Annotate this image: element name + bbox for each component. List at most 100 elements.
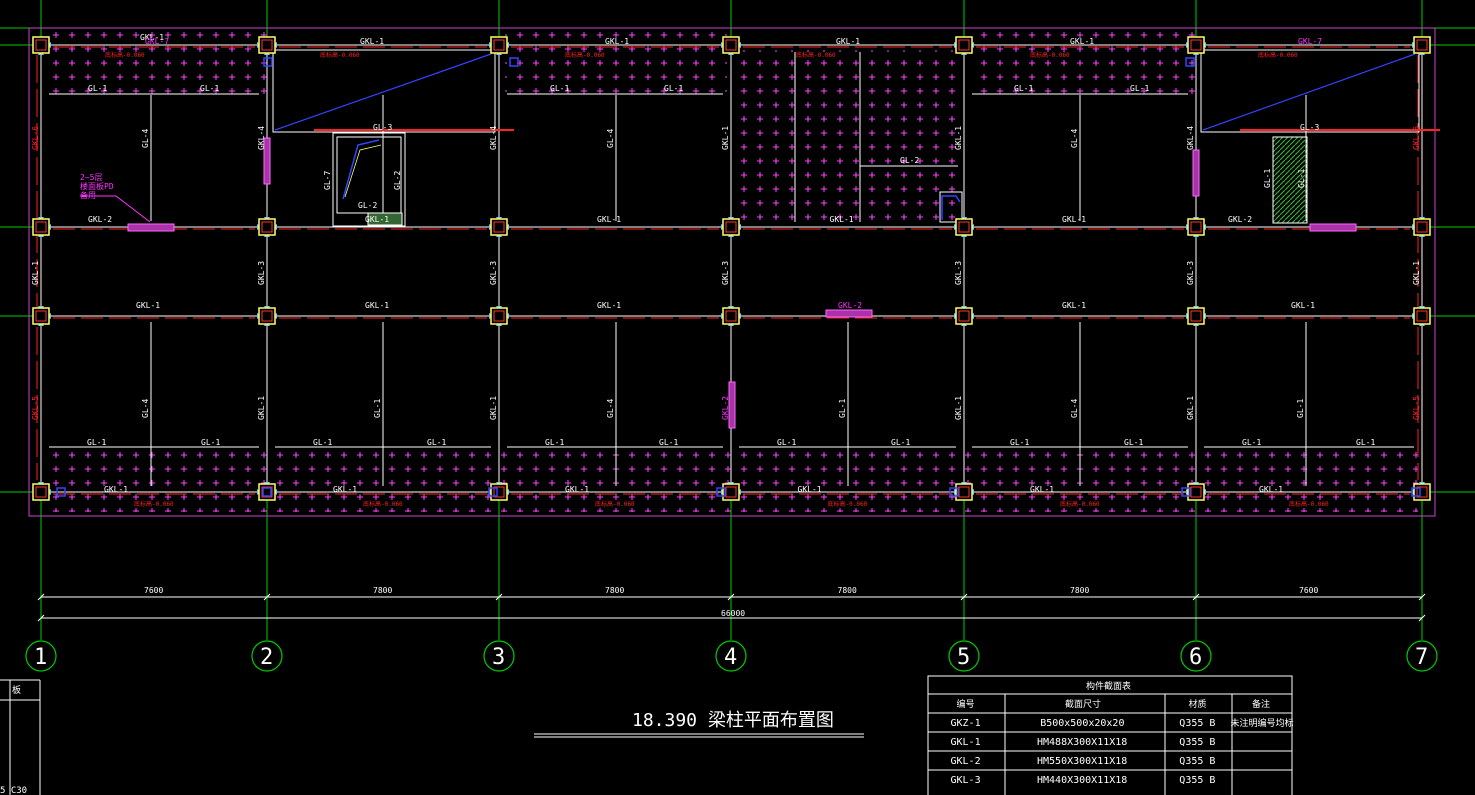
stair-box	[332, 132, 406, 227]
label-gl-bot-a-0: GL-1	[87, 438, 106, 447]
beam-lines	[36, 44, 1423, 495]
label-bottom-red-5: 底标高-0.060	[1289, 500, 1329, 508]
slab-hatch-1	[505, 32, 727, 94]
label-gl-bot-b-2: GL-1	[659, 438, 678, 447]
column-core-5-2	[1190, 310, 1202, 322]
table-cell-1-1: HM488X300X11X18	[1037, 737, 1127, 748]
label-col-upper-3: GKL-1	[721, 126, 730, 150]
column-core-5-1	[1190, 221, 1202, 233]
label-gl2-box: GL-2	[358, 201, 377, 210]
label-top-red-1: 底标高-0.060	[320, 51, 360, 59]
label-gl1-shaft-a: GL-1	[1263, 169, 1272, 188]
table-cell-1-2: Q355 B	[1179, 737, 1215, 748]
label-bottom-5: GKL-1	[1259, 485, 1283, 494]
column-core-6-3	[1416, 486, 1428, 498]
axis-label-6: 6	[1189, 645, 1202, 670]
column-3-1	[722, 218, 740, 236]
table-cell-3-1: HM440X300X11X18	[1037, 775, 1127, 786]
note-left-0: 2~5层	[80, 173, 102, 182]
gl3-diag-1	[1202, 53, 1416, 131]
left-legend-foot: 5 C30	[0, 786, 27, 795]
label-bottom-red-3: 底标高-0.060	[828, 500, 868, 508]
column-3-2	[722, 307, 740, 325]
label-row3-3: GKL-2	[838, 301, 862, 310]
label-bottom-red-4: 底标高-0.060	[1060, 500, 1100, 508]
column-core-2-3	[493, 486, 505, 498]
dim-tick-0	[37, 593, 45, 601]
label-gl-top-5: GL-1	[1130, 84, 1149, 93]
column-core-4-2	[958, 310, 970, 322]
small-box	[939, 191, 963, 223]
label-gl3-b: GL-3	[1300, 123, 1319, 132]
label-row3-1: GKL-1	[365, 301, 389, 310]
column-0-2	[32, 307, 50, 325]
label-gl-v-upper-2: GL-4	[1070, 129, 1079, 148]
label-row2-5: GKL-2	[1228, 215, 1252, 224]
column-core-2-1	[493, 221, 505, 233]
label-col-lower-4: GKL-1	[954, 396, 963, 420]
column-core-3-2	[725, 310, 737, 322]
axis-bubble-4	[715, 640, 747, 672]
table-header-2: 材质	[1189, 698, 1207, 710]
column-2-2	[490, 307, 508, 325]
dim-span-0: 7600	[144, 586, 163, 595]
dim-span-2: 7800	[605, 586, 624, 595]
table-cell-2-2: Q355 B	[1179, 756, 1215, 767]
label-gl-bot-a-4: GL-1	[1010, 438, 1029, 447]
column-5-3	[1187, 483, 1205, 501]
column-2-0	[490, 36, 508, 54]
label-col-upper-4: GKL-1	[954, 126, 963, 150]
blue-marker-8	[509, 57, 519, 67]
label-bottom-1: GKL-1	[333, 485, 357, 494]
dim-tick-3	[727, 593, 735, 601]
label-gl-v-lower-3: GL-1	[838, 399, 847, 418]
label-bottom-2: GKL-1	[565, 485, 589, 494]
label-col-mid-3: GKL-3	[721, 261, 730, 285]
columns	[32, 36, 1431, 501]
drawing-title: 18.390 梁柱平面布置图	[632, 710, 834, 731]
label-top-5: GKL-1	[1070, 37, 1094, 46]
table-caption: 构件截面表	[1086, 680, 1131, 692]
axis-label-1: 1	[34, 645, 47, 670]
slab-hatch-0	[50, 32, 267, 94]
column-6-3	[1413, 483, 1431, 501]
blue-marker-0	[56, 487, 66, 497]
label-col-mid-4: GKL-3	[954, 261, 963, 285]
label-col-mid-6: GKL-1	[1412, 261, 1421, 285]
label-gl-v-lower-2: GL-4	[606, 399, 615, 418]
label-row3-4: GKL-1	[1062, 301, 1086, 310]
opening-bar-3	[263, 137, 271, 185]
label-bottom-red-0: 底标高-0.060	[134, 500, 174, 508]
column-0-3	[32, 483, 50, 501]
label-col-lower-6: GKL-5	[1412, 396, 1421, 420]
column-2-3	[490, 483, 508, 501]
column-0-0	[32, 36, 50, 54]
left-legend-fragment: 板 5 C30	[0, 679, 41, 795]
column-core-0-3	[35, 486, 47, 498]
label-col-mid-5: GKL-3	[1186, 261, 1195, 285]
axis-label-3: 3	[492, 645, 505, 670]
column-core-0-0	[35, 39, 47, 51]
blue-marker-4	[949, 487, 959, 497]
label-gl-v-lower-1: GL-1	[373, 399, 382, 418]
opening-bar-1	[1309, 223, 1357, 232]
label-bottom-3: GKL-1	[798, 485, 822, 494]
label-col-upper-1: GKL-4	[257, 126, 266, 150]
column-1-0	[258, 36, 276, 54]
label-top-2: GKL-1	[360, 37, 384, 46]
label-gl3-a: GL-3	[373, 123, 392, 132]
note-left-2: 备用	[80, 190, 96, 200]
dim-span-1: 7800	[373, 586, 392, 595]
axis-bubble-7	[1406, 640, 1438, 672]
label-row2-0: GKL-2	[88, 215, 112, 224]
label-gl-top-1: GL-1	[200, 84, 219, 93]
label-col-lower-3: GKL-2	[721, 396, 730, 420]
label-gl2-stair: GL-2	[900, 156, 919, 165]
dim-tick-total-l	[37, 614, 45, 622]
label-gl-bot-a-5: GL-1	[1242, 438, 1261, 447]
label-top-1: GKL-7	[145, 37, 169, 46]
dim-tick-6	[1418, 593, 1426, 601]
